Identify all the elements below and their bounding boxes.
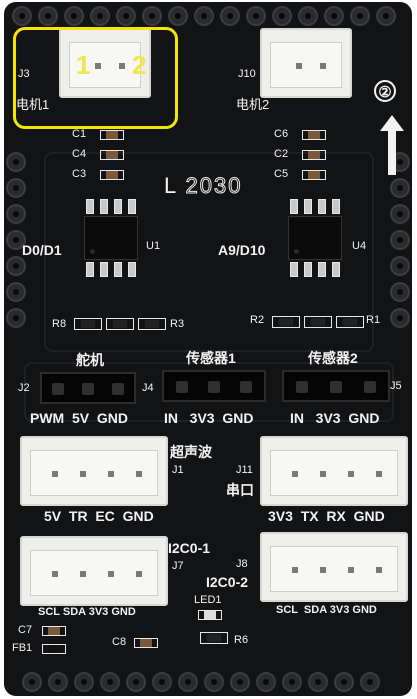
sensor1-header <box>162 370 266 402</box>
led-indicator <box>198 610 222 620</box>
j3-ref: J3 <box>18 68 30 80</box>
r6-label: R6 <box>234 634 249 646</box>
capacitor <box>302 150 326 160</box>
pcb-trace <box>24 362 394 422</box>
j5-ref: J5 <box>390 380 402 392</box>
led1-label: LED1 <box>194 594 222 606</box>
sensor1-title: 传感器1 <box>186 350 236 366</box>
pin1-number: 1 <box>76 50 91 80</box>
j10-ref: J10 <box>238 68 256 80</box>
res-label-r3: R3 <box>170 318 185 330</box>
pcb-board: J3 电机1 1 2 J10 电机2 ② C1 C4 C3 C6 C2 C5 L… <box>4 2 412 696</box>
resistor <box>272 316 300 328</box>
cap-label-c6: C6 <box>274 128 289 140</box>
cap-label-c4: C4 <box>72 148 87 160</box>
capacitor <box>100 130 124 140</box>
sensor2-pin-labels: IN 3V3 GND <box>290 410 380 426</box>
capacitor <box>100 150 124 160</box>
resistor-r6 <box>200 632 228 644</box>
serial-title: 串口 <box>226 482 254 498</box>
u4-ref: U4 <box>352 240 367 252</box>
j11-ref: J11 <box>236 464 253 476</box>
cap-label-c5: C5 <box>274 168 289 180</box>
servo-header <box>40 372 136 404</box>
i2c1-pin-labels: SCL SDA 3V3 GND <box>38 606 136 618</box>
ultrasonic-pin-labels: 5V TR EC GND <box>44 508 154 524</box>
res-label-r8: R8 <box>52 318 67 330</box>
pcb-trace <box>44 152 374 352</box>
motor1-label: 电机1 <box>16 97 50 112</box>
resistor <box>304 316 332 328</box>
circled-2-marker: ② <box>374 80 396 102</box>
res-label-r2: R2 <box>250 314 265 326</box>
ultrasonic-connector <box>20 436 168 506</box>
model-number: 2030 <box>185 173 243 199</box>
serial-pin-labels: 3V3 TX RX GND <box>268 508 385 524</box>
servo-pin-labels: PWM 5V GND <box>30 410 129 426</box>
i2c1-connector <box>20 536 168 606</box>
arrow-up-icon <box>380 115 404 175</box>
pin2-number: 2 <box>132 50 147 80</box>
capacitor <box>302 170 326 180</box>
j8-ref: J8 <box>236 558 248 570</box>
resistor <box>138 318 166 330</box>
resistor <box>336 316 364 328</box>
bus-label-left: D0/D1 <box>22 242 62 258</box>
serial-connector <box>260 436 408 506</box>
fb1-label: FB1 <box>12 642 33 654</box>
board-model-text: L 2030 <box>164 173 243 199</box>
motor2-label: 电机2 <box>236 97 270 112</box>
res-label-r1: R1 <box>366 314 381 326</box>
motor1-highlight-box <box>13 27 178 129</box>
i2c2-pin-labels: SCL SDA 3V3 GND <box>276 604 377 616</box>
ferrite-bead <box>42 644 66 654</box>
capacitor-c7 <box>42 626 66 636</box>
i2c2-connector <box>260 532 408 602</box>
sensor2-title: 传感器2 <box>308 350 358 366</box>
cap-label-c1: C1 <box>72 128 87 140</box>
resistor <box>106 318 134 330</box>
j7-ref: J7 <box>172 560 184 572</box>
i2c2-title: I2C0-2 <box>206 574 249 590</box>
c7-label: C7 <box>18 624 33 636</box>
motor1-connector <box>59 28 151 98</box>
capacitor <box>100 170 124 180</box>
sensor1-pin-labels: IN 3V3 GND <box>164 410 254 426</box>
capacitor <box>302 130 326 140</box>
servo-title: 舵机 <box>76 352 104 368</box>
capacitor-c8 <box>134 638 158 648</box>
motor2-connector <box>260 28 352 98</box>
ultrasonic-title: 超声波 <box>170 444 212 460</box>
cap-label-c2: C2 <box>274 148 289 160</box>
cap-label-c3: C3 <box>72 168 87 180</box>
sensor2-header <box>282 370 390 402</box>
bus-label-right: A9/D10 <box>218 242 266 258</box>
j2-ref: J2 <box>18 382 30 394</box>
u1-ref: U1 <box>146 240 161 252</box>
i2c1-title: I2C0-1 <box>168 540 211 556</box>
resistor <box>74 318 102 330</box>
c8-label: C8 <box>112 636 127 648</box>
model-prefix: L <box>164 173 178 198</box>
j4-ref: J4 <box>142 382 154 394</box>
j1-ref: J1 <box>172 464 184 476</box>
